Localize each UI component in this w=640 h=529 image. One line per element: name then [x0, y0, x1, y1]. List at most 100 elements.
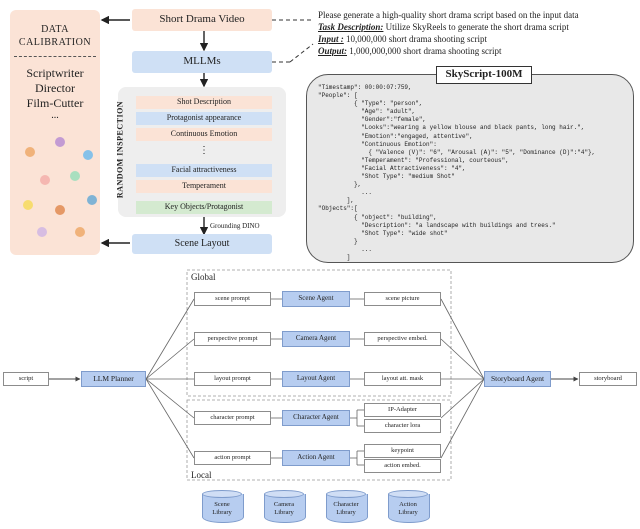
random-inspection-label: RANDOM INSPECTION: [115, 100, 125, 199]
json-line: }: [318, 237, 358, 245]
json-line: ]: [318, 253, 351, 261]
input-short-drama-video: Short Drama Video: [132, 9, 272, 31]
action-prompt: action prompt: [194, 451, 271, 465]
json-line: "Gender":"female",: [318, 116, 427, 124]
input-text: 10,000,000 short drama shooting script: [343, 34, 488, 44]
person-avatar-icon: [23, 200, 33, 210]
action-embed: action embed.: [364, 459, 441, 473]
output-label: Output:: [318, 46, 348, 56]
person-avatar-icon: [40, 175, 50, 185]
prompt-task-line: Task Description: Utilize SkyReels to ge…: [318, 21, 638, 33]
character-prompt: character prompt: [194, 411, 271, 425]
json-line: "Facial Attractiveness": "4",: [318, 164, 466, 172]
role-ellipsis: ...: [51, 110, 59, 121]
json-line: "Emotion":"engaged, attentive",: [318, 132, 473, 140]
action-library-line2: Library: [398, 509, 418, 516]
character-lora: character lora: [364, 419, 441, 433]
json-line: "Timestamp": 00:00:07:759,: [318, 84, 412, 91]
scene-picture: scene picture: [364, 292, 441, 306]
scene-library: Scene Library: [202, 490, 244, 524]
perspective-embed: perspective embed.: [364, 332, 441, 346]
task-label: Task Description:: [318, 22, 384, 32]
attr-temperament: Temperament: [136, 180, 272, 193]
json-line: "Shot Type": "wide shot": [318, 229, 448, 237]
action-agent: Action Agent: [282, 450, 350, 466]
json-line: "Shot Type": "medium Shot": [318, 173, 455, 181]
person-avatar-icon: [75, 227, 85, 237]
storyboard-agent: Storyboard Agent: [484, 371, 551, 387]
json-line: },: [318, 181, 362, 189]
prompt-input-line: Input : 10,000,000 short drama shooting …: [318, 33, 638, 45]
grounding-dino-label: Grounding DINO: [210, 222, 260, 230]
calibration-panel: [10, 10, 100, 255]
person-avatar-icon: [37, 227, 47, 237]
mllms-box: MLLMs: [132, 51, 272, 73]
local-label: Local: [191, 470, 212, 480]
person-avatar-icon: [55, 137, 65, 147]
character-agent: Character Agent: [282, 410, 350, 426]
attr-continuous-emotion: Continuous Emotion: [136, 128, 272, 141]
character-library-line2: Library: [336, 509, 356, 516]
perspective-prompt: perspective prompt: [194, 332, 271, 346]
person-avatar-icon: [87, 195, 97, 205]
person-avatar-icon: [25, 147, 35, 157]
json-line: { "object": "building",: [318, 213, 437, 221]
person-avatar-icon: [70, 171, 80, 181]
action-library: Action Library: [388, 490, 430, 524]
attr-protagonist-appearance: Protagonist appearance: [136, 112, 272, 125]
script-input: script: [3, 372, 49, 386]
llm-planner: LLM Planner: [81, 371, 146, 387]
database-icon: [388, 494, 430, 523]
database-icon: [202, 494, 244, 523]
person-avatar-icon: [55, 205, 65, 215]
scene-layout-box: Scene Layout: [132, 234, 272, 254]
prompt-line1: Please generate a high-quality short dra…: [318, 10, 579, 20]
role-scriptwriter: Scriptwriter: [26, 66, 84, 80]
scene-prompt: scene prompt: [194, 292, 271, 306]
keypoint: keypoint: [364, 444, 441, 458]
json-line: { "Valence (V)": "6", "Arousal (A)": "5"…: [318, 148, 596, 156]
output-text: 1,000,000,000 short drama shooting scrip…: [347, 46, 502, 56]
scene-agent: Scene Agent: [282, 291, 350, 307]
scene-library-line1: Scene: [214, 501, 230, 508]
prompt-output-line: Output: 1,000,000,000 short drama shooti…: [318, 45, 638, 57]
calibration-title-line2: CALIBRATION: [18, 37, 92, 48]
layout-att-mask: layout att. mask: [364, 372, 441, 386]
json-line: "Age": "adult",: [318, 108, 416, 116]
database-icon: [264, 494, 306, 523]
global-label: Global: [191, 272, 216, 282]
json-line: "Objects":[: [318, 205, 358, 213]
character-library-line1: Character: [333, 501, 359, 508]
json-line: "Continuous Emotion":: [318, 140, 437, 148]
person-avatar-icon: [83, 150, 93, 160]
dataset-json-sample: "Timestamp": 00:00:07:759,"People": [ { …: [318, 84, 628, 262]
attr-facial-attractiveness: Facial attractiveness: [136, 164, 272, 177]
json-line: ],: [318, 197, 355, 205]
json-line: { "Type": "person",: [318, 100, 423, 108]
action-library-line1: Action: [399, 501, 417, 508]
calibration-title-line1: DATA: [41, 24, 69, 35]
calibration-divider: [14, 56, 96, 57]
input-label: Input :: [318, 34, 344, 44]
dataset-panel: [306, 74, 634, 263]
camera-library-line1: Camera: [273, 501, 295, 508]
prompt-block: Please generate a high-quality short dra…: [318, 9, 638, 57]
layout-prompt: layout prompt: [194, 372, 271, 386]
json-line: "Looks":"wearing a yellow blouse and bla…: [318, 124, 585, 132]
ip-adapter: IP-Adapter: [364, 403, 441, 417]
attr-shot-description: Shot Description: [136, 96, 272, 109]
json-line: ...: [318, 245, 373, 253]
scene-library-line2: Library: [212, 509, 232, 516]
dataset-title: SkyScript-100M: [436, 66, 532, 84]
camera-agent: Camera Agent: [282, 331, 350, 347]
json-line: ...: [318, 189, 373, 197]
role-film-cutter: Film-Cutter: [26, 96, 84, 110]
layout-agent: Layout Agent: [282, 371, 350, 387]
attr-ellipsis: ⋮: [199, 144, 209, 156]
key-objects-protagonist: Key Objects/Protagonist: [136, 201, 272, 214]
json-line: "Description": "a landscape with buildin…: [318, 221, 556, 229]
people-network-graphic: [14, 135, 100, 245]
character-library: Character Library: [326, 490, 368, 524]
json-line: "Temperament": "Professional, courteous"…: [318, 156, 509, 164]
camera-library-line2: Library: [274, 509, 294, 516]
